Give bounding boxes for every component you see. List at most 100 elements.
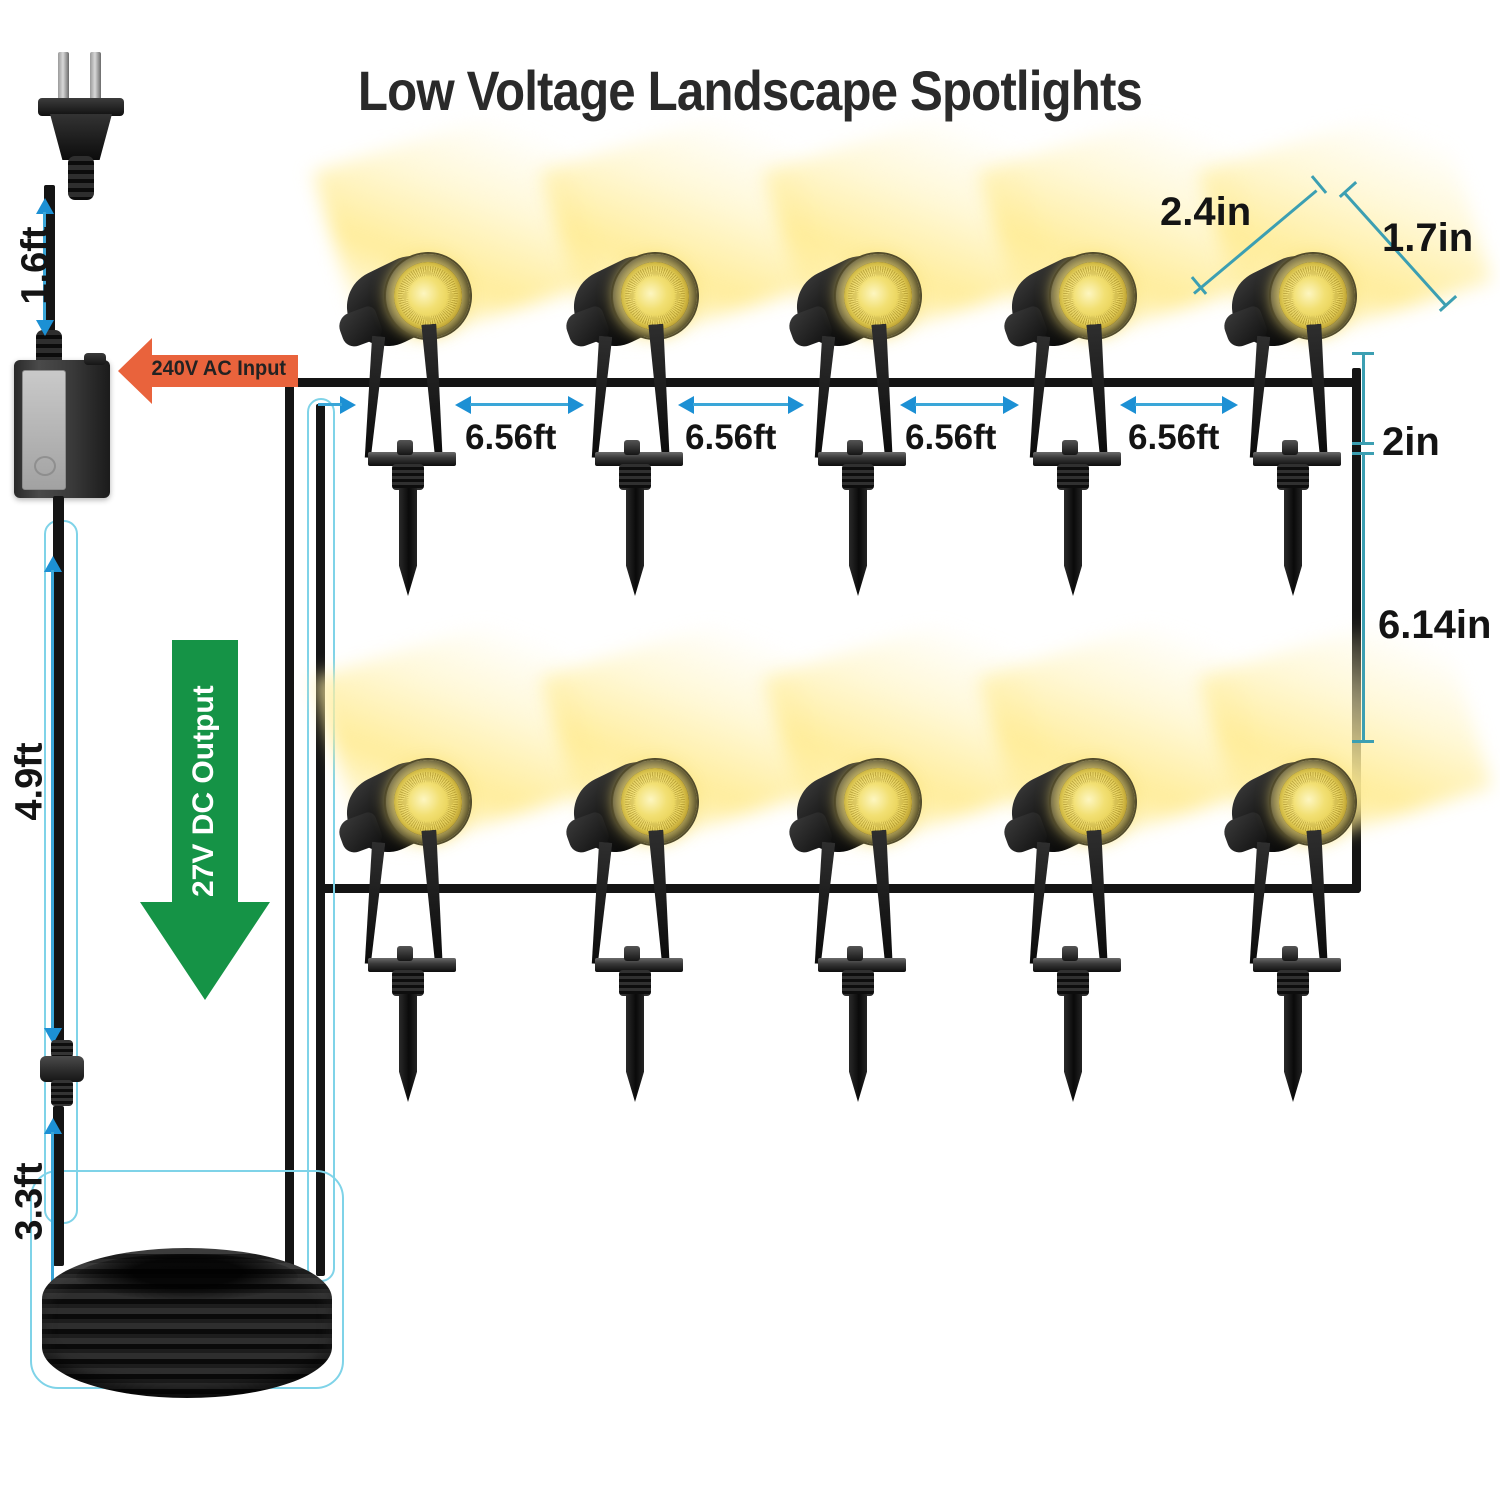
connector-lower-thread bbox=[51, 1080, 73, 1106]
dim-1-6ft-line bbox=[43, 212, 46, 322]
main-trunk-wire bbox=[285, 378, 294, 1278]
light-6[interactable] bbox=[312, 605, 608, 1102]
mount-yoke-right bbox=[648, 830, 674, 965]
mount-yoke-right bbox=[1086, 324, 1112, 459]
ground-stake bbox=[1284, 994, 1302, 1102]
mount-yoke-left bbox=[810, 842, 836, 965]
plug-body bbox=[50, 114, 112, 160]
stake-collar bbox=[392, 464, 424, 490]
gap-1-line bbox=[470, 403, 570, 406]
trunk-feed-line bbox=[318, 403, 342, 406]
fixture-lock-nut bbox=[624, 440, 640, 455]
dim-2in-line bbox=[1362, 352, 1365, 444]
dim-label-gap-4: 6.56ft bbox=[1128, 418, 1220, 457]
dim-3-3ft-arrowhead-top bbox=[44, 1118, 62, 1134]
light-9[interactable] bbox=[977, 605, 1273, 1102]
gap-1-arrowhead-right bbox=[568, 396, 584, 414]
dim-label-1-7in: 1.7in bbox=[1382, 216, 1474, 260]
fixture-baseplate bbox=[818, 452, 906, 466]
mount-yoke-right bbox=[1306, 830, 1332, 965]
gap-4-arrowhead-right bbox=[1222, 396, 1238, 414]
fixture-baseplate bbox=[1033, 958, 1121, 972]
dim-label-3-3ft: 3.3ft bbox=[8, 1162, 51, 1241]
mount-yoke-left bbox=[360, 842, 386, 965]
dim-2in-cap-bottom bbox=[1352, 442, 1374, 445]
connector-body bbox=[40, 1056, 84, 1082]
light-2[interactable] bbox=[539, 99, 835, 596]
stake-collar bbox=[842, 970, 874, 996]
power-adapter-transformer bbox=[14, 353, 110, 498]
coiled-extension-cable bbox=[42, 1248, 332, 1408]
light-3[interactable] bbox=[762, 99, 1058, 596]
dim-1-6ft-arrowhead-top bbox=[36, 198, 54, 214]
mount-yoke-right bbox=[871, 324, 897, 459]
dim-4-9ft-line bbox=[51, 570, 54, 1030]
callout-ac-input: 240V AC Input bbox=[118, 338, 298, 404]
mount-yoke-left bbox=[1025, 336, 1051, 459]
mount-yoke-left bbox=[1025, 842, 1051, 965]
dc-output-label: 27V DC Output bbox=[187, 685, 220, 897]
dim-label-2-4in: 2.4in bbox=[1160, 190, 1252, 234]
gap-2-arrowhead-left bbox=[678, 396, 694, 414]
dim-label-2in: 2in bbox=[1382, 420, 1440, 464]
connector-upper-thread bbox=[51, 1040, 73, 1058]
coil-inner-shadow bbox=[76, 1254, 298, 1300]
fixture-lock-nut bbox=[397, 440, 413, 455]
mount-yoke-right bbox=[421, 830, 447, 965]
dim-label-gap-3: 6.56ft bbox=[905, 418, 997, 457]
adapter-output-cord bbox=[53, 496, 64, 1046]
gap-3-line bbox=[915, 403, 1005, 406]
mount-yoke-right bbox=[421, 324, 447, 459]
light-4[interactable] bbox=[977, 99, 1273, 596]
ground-stake bbox=[849, 488, 867, 596]
page-title: Low Voltage Landscape Spotlights bbox=[357, 59, 1143, 122]
mount-yoke-right bbox=[1086, 830, 1112, 965]
gap-2-line bbox=[693, 403, 789, 406]
dim-6-14in-cap-bottom bbox=[1352, 740, 1374, 743]
light-1[interactable] bbox=[312, 99, 608, 596]
stake-collar bbox=[619, 970, 651, 996]
fixture-lock-nut bbox=[1062, 440, 1078, 455]
light-5[interactable] bbox=[1197, 99, 1493, 596]
stake-collar bbox=[619, 464, 651, 490]
mount-yoke-left bbox=[587, 336, 613, 459]
dim-2in-cap-top bbox=[1352, 352, 1374, 355]
mount-yoke-left bbox=[587, 842, 613, 965]
ground-stake bbox=[1284, 488, 1302, 596]
fixture-baseplate bbox=[368, 958, 456, 972]
light-10[interactable] bbox=[1197, 605, 1493, 1102]
fixture-lock-nut bbox=[847, 440, 863, 455]
dim-4-9ft-arrowhead-top bbox=[44, 556, 62, 572]
waterproof-cable-connector bbox=[40, 1040, 84, 1114]
mount-yoke-left bbox=[1245, 336, 1271, 459]
gap-2-arrowhead-right bbox=[788, 396, 804, 414]
fixture-baseplate bbox=[1253, 452, 1341, 466]
dim-label-gap-1: 6.56ft bbox=[465, 418, 557, 457]
trunk-feed-arrowhead bbox=[340, 396, 356, 414]
plug-prong-left bbox=[58, 52, 69, 102]
mount-yoke-left bbox=[1245, 842, 1271, 965]
mount-yoke-left bbox=[810, 336, 836, 459]
stake-collar bbox=[1277, 464, 1309, 490]
ground-stake bbox=[849, 994, 867, 1102]
extension-cord-wire bbox=[53, 1106, 64, 1266]
ground-stake bbox=[399, 488, 417, 596]
fixture-lock-nut bbox=[1062, 946, 1078, 961]
fixture-baseplate bbox=[595, 452, 683, 466]
gap-4-line bbox=[1135, 403, 1223, 406]
mount-yoke-right bbox=[1306, 324, 1332, 459]
cable-highlight-outline bbox=[307, 398, 335, 1282]
fixture-baseplate bbox=[1033, 452, 1121, 466]
gap-3-arrowhead-right bbox=[1003, 396, 1019, 414]
dim-6-14in-line bbox=[1362, 452, 1365, 742]
gap-1-arrowhead-left bbox=[455, 396, 471, 414]
plug-prong-right bbox=[90, 52, 101, 102]
fixture-lock-nut bbox=[847, 946, 863, 961]
ground-stake bbox=[399, 994, 417, 1102]
dim-1-6ft-arrowhead-bottom bbox=[36, 320, 54, 336]
mount-yoke-right bbox=[871, 830, 897, 965]
dim-6-14in-cap-top bbox=[1352, 452, 1374, 455]
light-8[interactable] bbox=[762, 605, 1058, 1102]
light-7[interactable] bbox=[539, 605, 835, 1102]
